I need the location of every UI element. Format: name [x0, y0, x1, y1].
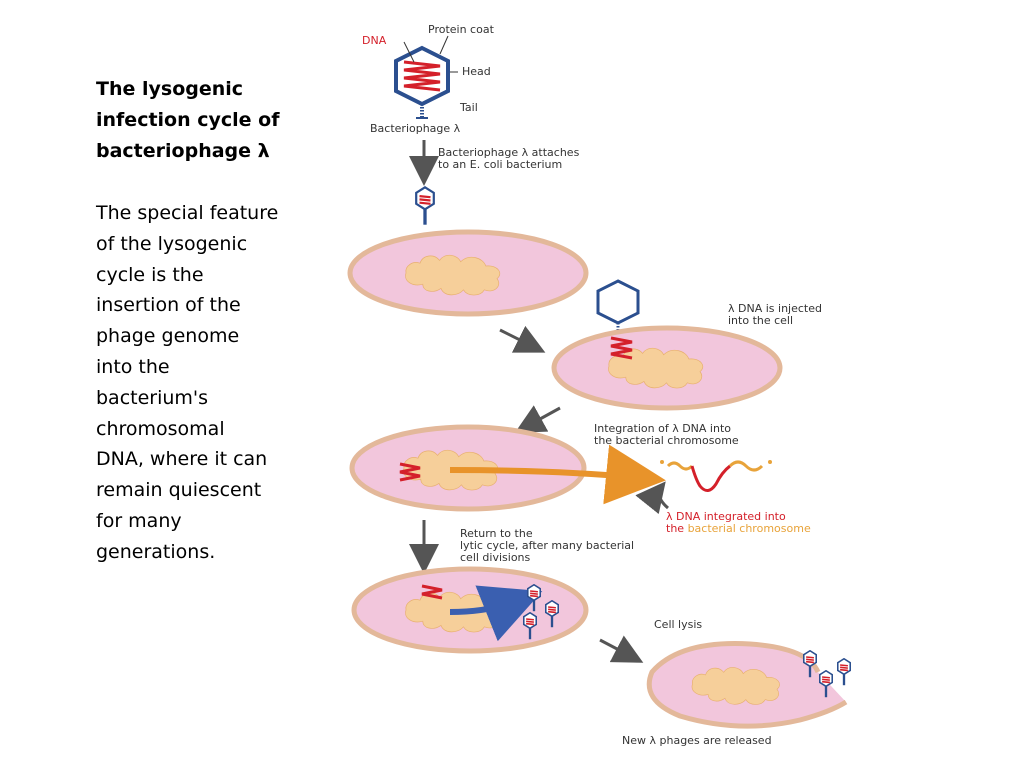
arrow-detail: [449, 444, 666, 505]
label-dna: DNA: [362, 34, 387, 47]
label-bacteriophage: Bacteriophage λ: [370, 122, 461, 135]
prophage-dna: [421, 584, 443, 600]
dna-pointer: [403, 41, 415, 63]
label-attach-1: Bacteriophage λ attaches: [438, 146, 580, 159]
label-return-2: lytic cycle, after many bacterial: [460, 539, 634, 552]
arrow-replication: [449, 585, 543, 642]
injected-dna: [610, 336, 633, 360]
label-return-1: Return to the: [460, 527, 533, 540]
integrated-dna: [399, 462, 421, 482]
label-integrated-2b: bacterial chromosome: [688, 522, 811, 535]
arrow-inject: [499, 325, 546, 353]
label-released: New λ phages are released: [622, 734, 772, 747]
coat-pointer: [439, 35, 449, 55]
label-integrated-2a: the: [666, 522, 688, 535]
label-integrated-2: the bacterial chromosome: [666, 522, 811, 535]
attached-phage-icon: [414, 186, 436, 226]
label-protein-coat: Protein coat: [428, 23, 495, 36]
arrow-detail-pointer: [635, 481, 670, 515]
label-integrated-1: λ DNA integrated into: [666, 510, 786, 523]
released-phage-icon: [836, 658, 852, 686]
text-panel: The lysogenic infection cycle of bacteri…: [96, 74, 301, 568]
slide-title: The lysogenic infection cycle of bacteri…: [96, 78, 280, 162]
label-cell-lysis: Cell lysis: [654, 618, 702, 631]
integrated-chromosome-detail: [660, 460, 772, 492]
label-tail: Tail: [459, 101, 478, 114]
label-integration-1: Integration of λ DNA into: [594, 422, 731, 435]
slide-body: The special feature of the lysogenic cyc…: [96, 202, 279, 563]
label-return-3: cell divisions: [460, 551, 531, 564]
label-integration-2: the bacterial chromosome: [594, 434, 739, 447]
arrow-integrate: [514, 405, 561, 433]
bacteriophage-lambda: [394, 45, 450, 119]
label-inject-1: λ DNA is injected: [728, 302, 822, 315]
arrow-lysis: [599, 635, 644, 663]
label-inject-2: into the cell: [728, 314, 793, 327]
label-head: Head: [462, 65, 491, 78]
label-attach-2: to an E. coli bacterium: [438, 158, 562, 171]
